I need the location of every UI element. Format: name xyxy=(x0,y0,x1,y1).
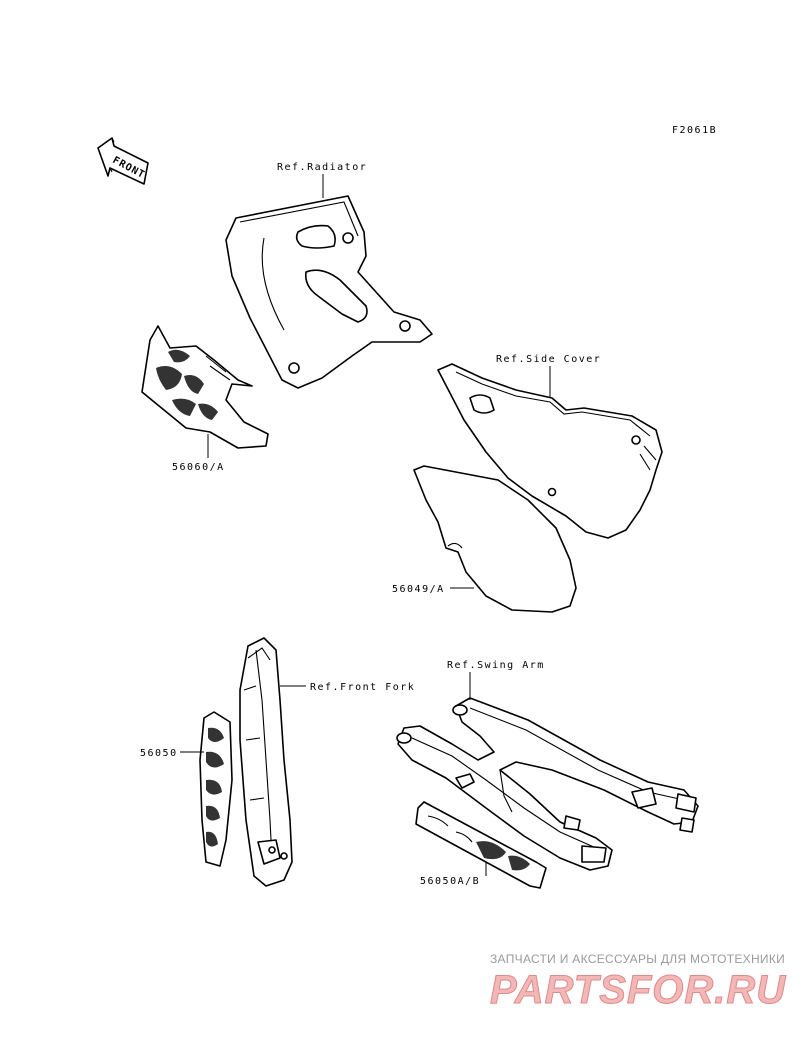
radiator-ref-label: Ref.Radiator xyxy=(277,162,367,173)
radiator-shroud xyxy=(225,195,433,389)
watermark-caption: ЗАПЧАСТИ И АКСЕССУАРЫ ДЛЯ МОТОТЕХНИКИ xyxy=(490,952,785,966)
radiator-decal-part-number: 56060/A xyxy=(172,462,225,473)
fork-decal-part-number: 56050 xyxy=(140,748,178,759)
swing-arm-decal-part-number: 56050A/B xyxy=(420,876,480,887)
swing-arm-ref-label: Ref.Swing Arm xyxy=(447,660,545,671)
swing-arm-decal xyxy=(415,801,547,889)
radiator-decal xyxy=(141,325,269,449)
side-cover-decal-part-number: 56049/A xyxy=(392,584,445,595)
front-fork-ref-label: Ref.Front Fork xyxy=(310,682,415,693)
front-arrow-icon: FRONT xyxy=(97,137,149,185)
swing-arm xyxy=(396,697,699,871)
figure-code: F2061B xyxy=(672,125,717,136)
fork-decal xyxy=(199,711,233,867)
side-cover xyxy=(437,363,663,539)
side-cover-decal xyxy=(413,465,577,613)
side-cover-ref-label: Ref.Side Cover xyxy=(496,354,601,365)
watermark-brand: PARTSFOR.RU xyxy=(490,968,786,1012)
front-fork-guard xyxy=(239,637,293,887)
